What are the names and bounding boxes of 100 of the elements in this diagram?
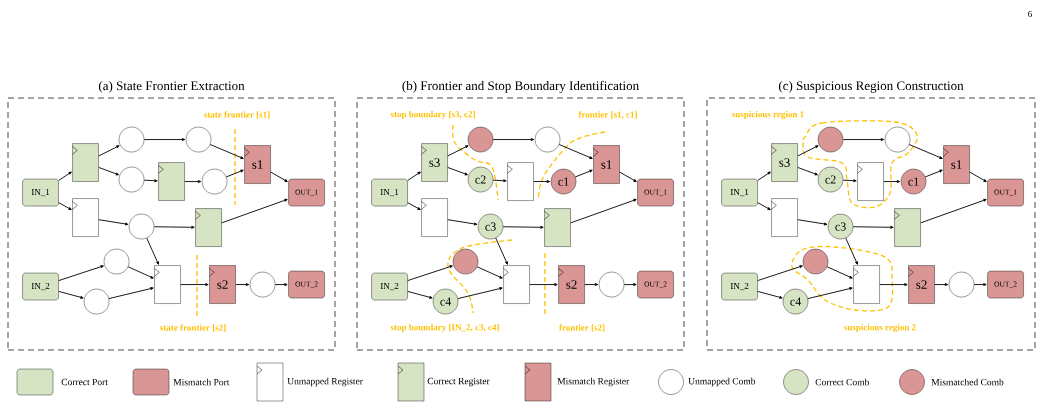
arrow	[209, 144, 244, 159]
legend-label: Correct Comb	[815, 378, 869, 386]
arrow	[969, 171, 987, 182]
arrow	[883, 180, 901, 183]
arrow	[757, 291, 783, 299]
arrow	[623, 283, 637, 286]
arrow	[797, 219, 828, 226]
comb-circle	[201, 168, 228, 195]
register-box: s2	[558, 265, 585, 304]
annotation-label: frontier [s1, c1]	[578, 111, 637, 119]
register-box	[857, 162, 884, 201]
legend-label: Correct Port	[61, 378, 108, 386]
arrow	[797, 145, 819, 157]
arrow	[143, 138, 186, 141]
port-box: IN_2	[22, 272, 59, 301]
comb-circle	[83, 288, 110, 315]
page-number: 6	[1028, 11, 1032, 18]
arrow	[447, 145, 469, 157]
legend-label: Mismatch Register	[557, 377, 630, 387]
comb-circle	[128, 213, 155, 240]
arrow	[447, 167, 468, 176]
arrow	[98, 219, 129, 226]
register-box	[72, 198, 99, 237]
arrow	[934, 283, 949, 286]
arrow	[973, 283, 987, 286]
port-box: IN_1	[22, 178, 59, 207]
comb-circle	[948, 271, 975, 298]
arrow	[757, 265, 803, 281]
register-box: s1	[943, 145, 970, 184]
arrow	[457, 287, 503, 300]
arrow	[492, 138, 535, 141]
register-box	[894, 208, 921, 247]
arrow	[221, 198, 288, 224]
register-box: s1	[244, 145, 271, 184]
register-box: s3	[421, 143, 448, 182]
arrow	[180, 283, 209, 286]
legend-label: Correct Register	[427, 377, 490, 387]
arrow	[127, 266, 154, 279]
register-box: s3	[771, 143, 798, 182]
register-box	[421, 198, 448, 237]
comb-circle	[118, 126, 145, 153]
arrow	[502, 225, 544, 229]
comb-circle	[802, 248, 829, 275]
legend-label: Unmapped Register	[287, 377, 363, 387]
comb-circle	[467, 126, 494, 153]
port-box: IN_2	[721, 272, 758, 301]
register-box: s2	[908, 265, 935, 304]
register-box: s1	[593, 145, 620, 184]
annotation-label: stop boundary [IN_2, c3, c4]	[390, 323, 499, 333]
annotation-label: suspicious region 1	[732, 110, 804, 120]
register-box	[195, 208, 222, 247]
comb-circle	[118, 166, 145, 193]
arrow	[447, 219, 478, 226]
arrow	[143, 179, 158, 183]
arrow	[98, 167, 119, 176]
annotation-label: state frontier [s1]	[204, 111, 270, 119]
legend-label: Mismatch Port	[173, 378, 230, 386]
arrow	[407, 265, 453, 281]
arrow	[619, 171, 637, 182]
arrow	[492, 179, 507, 183]
arrow	[533, 180, 551, 183]
arrow	[184, 180, 202, 183]
arrow	[407, 291, 433, 299]
arrow	[274, 283, 288, 286]
arrow	[757, 171, 771, 181]
comb-circle	[884, 126, 911, 153]
arrow	[98, 145, 120, 157]
register-box	[158, 162, 185, 201]
register-box	[853, 265, 880, 304]
arrow	[225, 169, 244, 178]
arrow	[407, 202, 421, 211]
arrow	[153, 225, 195, 229]
arrow	[476, 266, 503, 279]
comb-circle	[534, 126, 561, 153]
legend-label: Mismatched Comb	[931, 378, 1004, 386]
arrow	[807, 287, 853, 300]
annotation-label: stop boundary [s3, c2]	[390, 110, 475, 120]
arrow	[58, 202, 72, 211]
arrow	[879, 283, 908, 286]
annotation-label: state frontier [s2]	[160, 324, 226, 332]
arrow	[495, 237, 508, 265]
comb-circle	[103, 248, 130, 275]
comb-circle	[598, 271, 625, 298]
panel-title: (b) Frontier and Stop Boundary Identification	[402, 80, 639, 93]
annotation-label: suspicious region 2	[844, 323, 916, 333]
panel-title: (a) State Frontier Extraction	[98, 81, 245, 93]
arrow	[757, 202, 771, 211]
register-box	[771, 198, 798, 237]
arrow	[924, 169, 943, 178]
arrow	[270, 171, 288, 182]
arrow	[842, 179, 857, 183]
register-box	[72, 143, 99, 182]
panel-title: (c) Suspicious Region Construction	[778, 81, 964, 93]
register-box	[154, 265, 181, 304]
comb-circle	[249, 271, 276, 298]
comb-circle	[452, 248, 479, 275]
arrow	[558, 144, 593, 159]
port-box: IN_2	[371, 272, 408, 301]
register-box: s2	[209, 265, 236, 304]
register-box	[544, 208, 571, 247]
